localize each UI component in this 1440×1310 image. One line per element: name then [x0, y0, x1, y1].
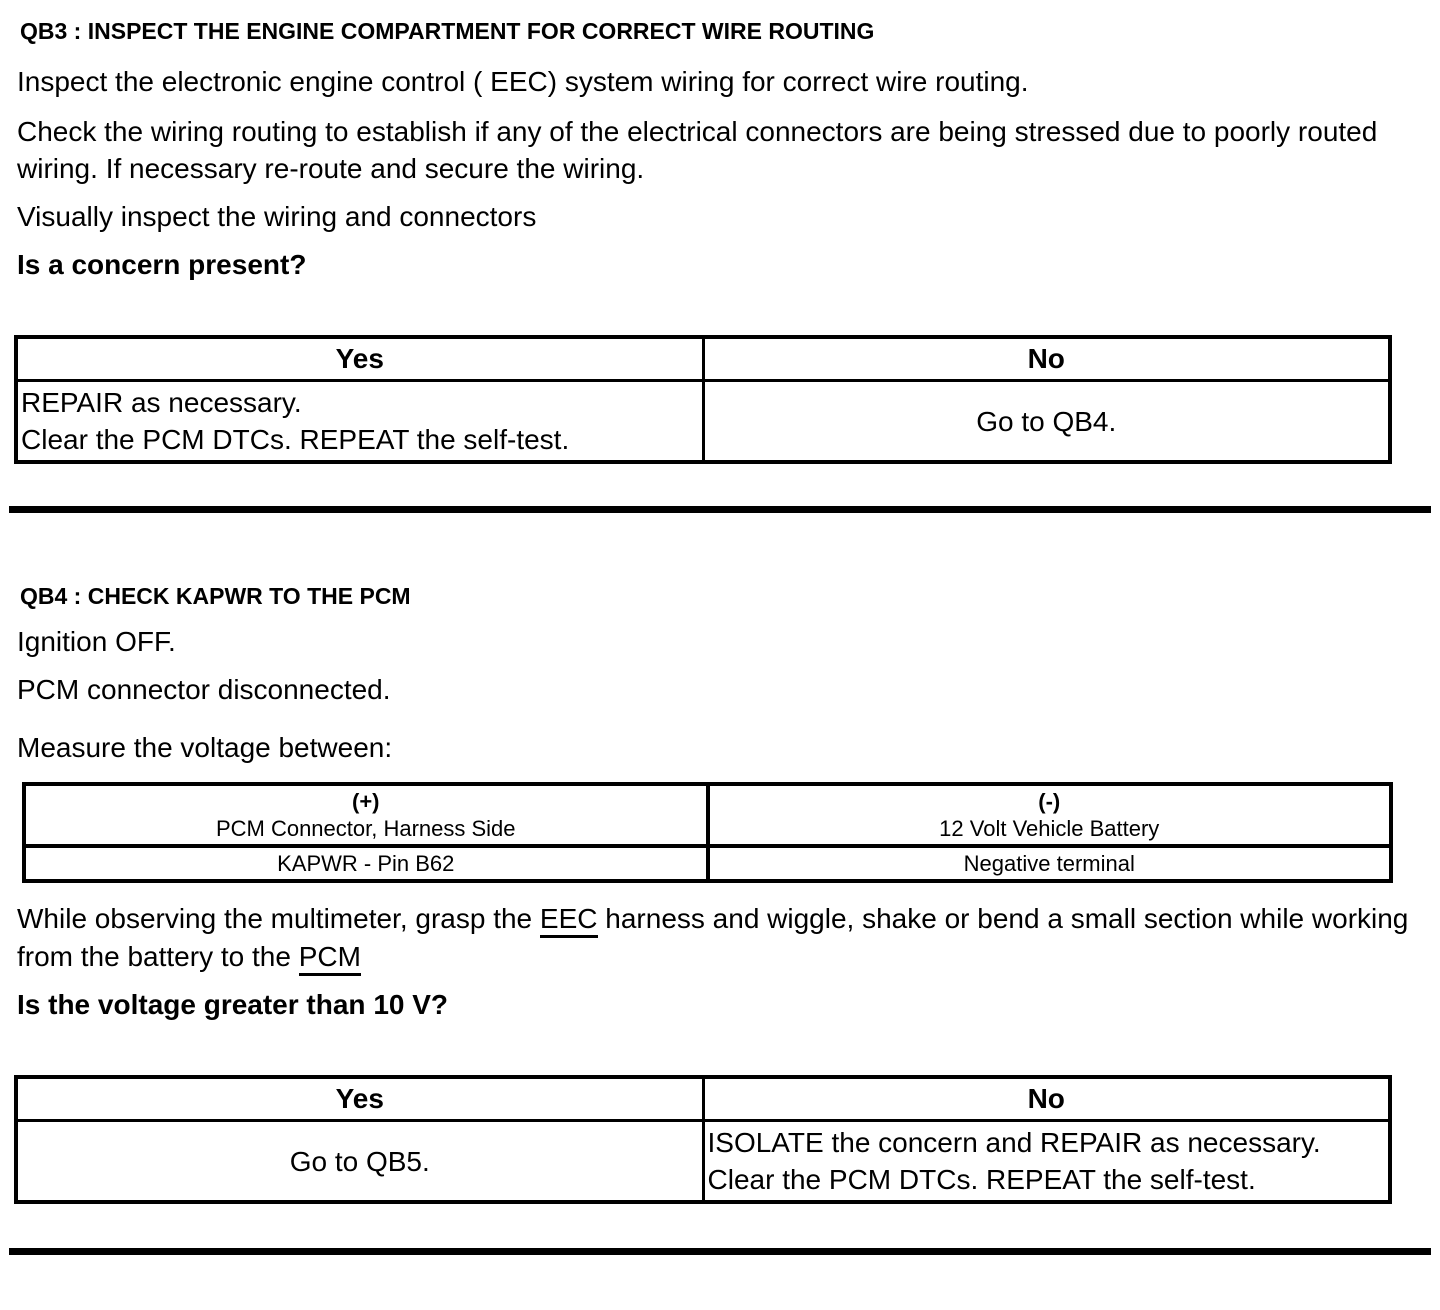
eec-link[interactable]: EEC	[539, 903, 598, 938]
section-qb4: QB4 : CHECK KAPWR TO THE PCM Ignition OF…	[0, 583, 1440, 1204]
qb4-measurement-table: (+) PCM Connector, Harness Side (-) 12 V…	[22, 782, 1393, 883]
negative-symbol: (-)	[1038, 789, 1061, 814]
qb4-wiggle-instruction: While observing the multimeter, grasp th…	[17, 900, 1419, 976]
measurement-source-row: (+) PCM Connector, Harness Side (-) 12 V…	[22, 782, 1393, 848]
negative-point-cell: Negative terminal	[705, 844, 1393, 883]
qb3-decision-table: Yes No REPAIR as necessary. Clear the PC…	[14, 335, 1392, 464]
qb4-no-action-cell: ISOLATE the concern and REPAIR as necess…	[701, 1119, 1392, 1204]
qb4-decision-action-row: Go to QB5. ISOLATE the concern and REPAI…	[14, 1119, 1392, 1204]
qb3-decision-action-row: REPAIR as necessary. Clear the PCM DTCs.…	[14, 379, 1392, 464]
qb3-instruction-3: Visually inspect the wiring and connecto…	[17, 201, 537, 232]
qb4-question: Is the voltage greater than 10 V?	[17, 989, 449, 1020]
positive-lead-source-cell: (+) PCM Connector, Harness Side	[22, 782, 710, 848]
qb3-instruction-2: Check the wiring routing to establish if…	[17, 116, 1378, 184]
wiggle-text-part1: While observing the multimeter, grasp th…	[17, 903, 540, 934]
negative-lead-source-cell: (-) 12 Volt Vehicle Battery	[705, 782, 1393, 848]
qb3-yes-action-cell: REPAIR as necessary. Clear the PCM DTCs.…	[14, 379, 705, 464]
positive-source-label: PCM Connector, Harness Side	[215, 816, 516, 841]
measurement-point-row: KAPWR - Pin B62 Negative terminal	[22, 844, 1393, 883]
qb3-decision-header-row: Yes No	[14, 335, 1392, 382]
qb3-question: Is a concern present?	[17, 249, 307, 280]
positive-point-cell: KAPWR - Pin B62	[22, 844, 710, 883]
wiggle-text-part2: harness and wiggle, shake or bend a smal…	[17, 903, 1409, 972]
qb3-no-action-cell: Go to QB4.	[701, 379, 1392, 464]
qb4-yes-action-cell: Go to QB5.	[14, 1119, 705, 1204]
qb3-no-column-header: No	[701, 335, 1392, 382]
pcm-link[interactable]: PCM	[298, 941, 361, 976]
qb4-decision-header-row: Yes No	[14, 1075, 1392, 1122]
qb4-decision-table: Yes No Go to QB5. ISOLATE the concern an…	[14, 1075, 1392, 1204]
qb4-step-heading: QB4 : CHECK KAPWR TO THE PCM	[20, 583, 411, 609]
negative-source-label: 12 Volt Vehicle Battery	[939, 816, 1160, 841]
diagnostic-procedure-page: QB3 : INSPECT THE ENGINE COMPARTMENT FOR…	[0, 18, 1440, 1255]
page-end-divider	[9, 1248, 1431, 1255]
qb4-step-measure: Measure the voltage between:	[17, 732, 393, 763]
qb4-step-connector: PCM connector disconnected.	[17, 674, 391, 705]
qb4-yes-column-header: Yes	[14, 1075, 705, 1122]
positive-symbol: (+)	[352, 789, 380, 814]
qb3-step-heading: QB3 : INSPECT THE ENGINE COMPARTMENT FOR…	[20, 18, 875, 44]
section-qb3: QB3 : INSPECT THE ENGINE COMPARTMENT FOR…	[0, 18, 1440, 464]
qb4-no-column-header: No	[701, 1075, 1392, 1122]
qb4-step-ignition: Ignition OFF.	[17, 626, 176, 657]
qb3-instruction-1: Inspect the electronic engine control ( …	[17, 66, 1029, 97]
qb3-yes-column-header: Yes	[14, 335, 705, 382]
section-divider	[9, 506, 1431, 513]
